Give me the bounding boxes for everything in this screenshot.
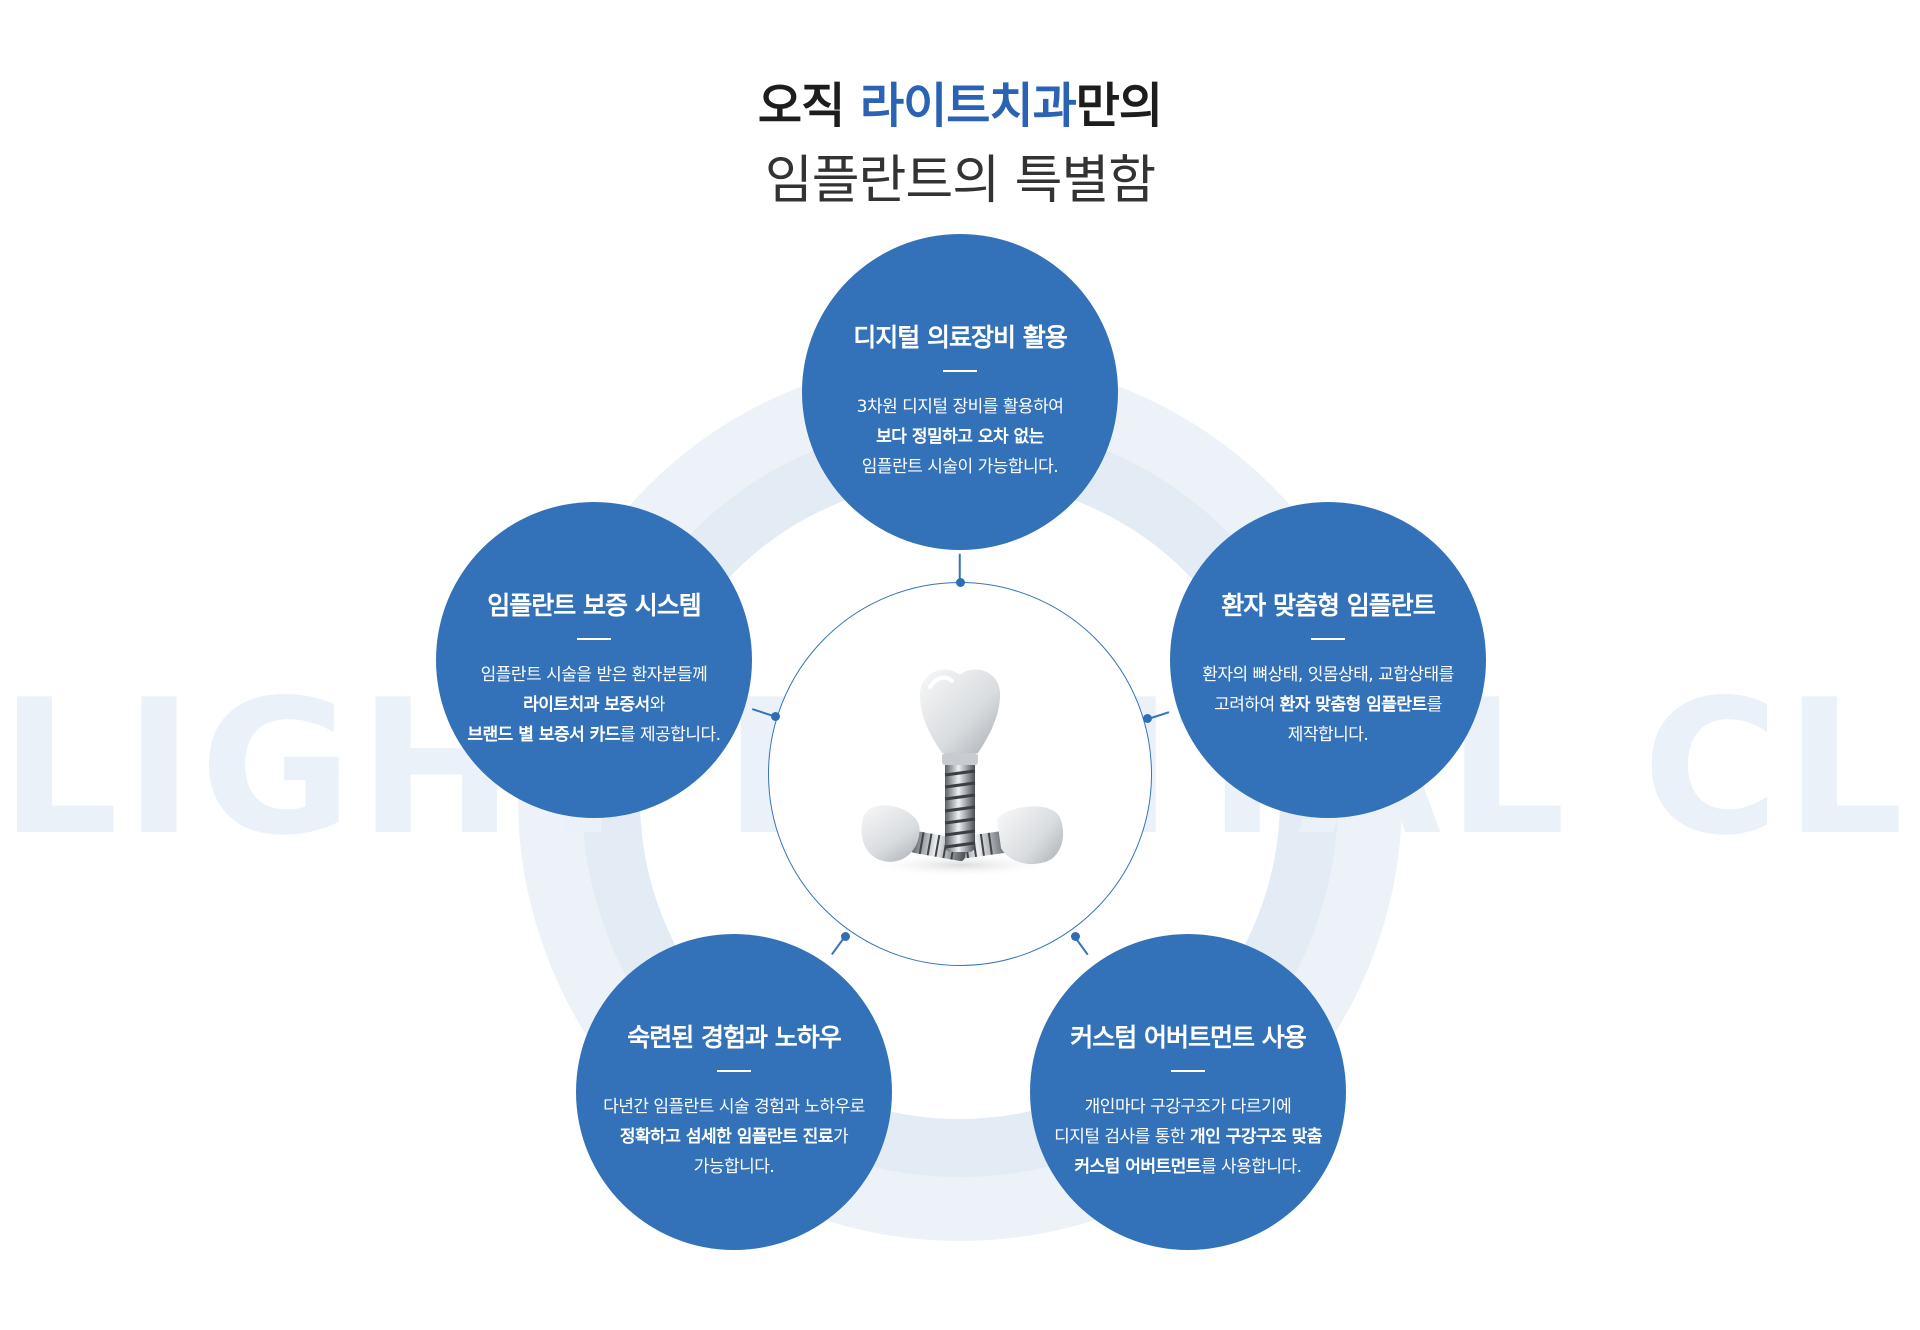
description-emphasis: 개인 구강구조 맞춤 — [1189, 1126, 1322, 1147]
feature-description: 3차원 디지털 장비를 활용하여 보다 정밀하고 오차 없는 임플란트 시술이 … — [802, 392, 1118, 482]
description-line: 환자의 뼈상태, 잇몸상태, 교합상태를 — [1202, 664, 1454, 685]
description-line: 다년간 임플란트 시술 경험과 노하우로 — [603, 1096, 865, 1117]
feature-title: 환자 맞춤형 임플란트 — [1221, 591, 1435, 620]
description-line: 와 — [649, 694, 666, 715]
feature-experience-knowhow: 숙련된 경험과 노하우 다년간 임플란트 시술 경험과 노하우로 정확하고 섬세… — [576, 934, 892, 1250]
description-line: 를 — [1426, 694, 1443, 715]
description-line: 를 사용합니다. — [1200, 1156, 1302, 1177]
clinic-name-highlight: 라이트치과 — [859, 78, 1077, 134]
connector-dot — [1070, 931, 1080, 941]
feature-digital-equipment: 디지털 의료장비 활용 3차원 디지털 장비를 활용하여 보다 정밀하고 오차 … — [802, 234, 1118, 550]
feature-title: 숙련된 경험과 노하우 — [627, 1023, 841, 1052]
description-line: 가 — [832, 1126, 849, 1147]
description-line: 제작합니다. — [1287, 724, 1369, 745]
title-suffix: 만의 — [1075, 78, 1163, 134]
title-prefix: 오직 — [757, 78, 860, 134]
connector-dot — [955, 577, 965, 587]
description-line: 임플란트 시술이 가능합니다. — [861, 456, 1059, 477]
feature-warranty-system: 임플란트 보증 시스템 임플란트 시술을 받은 환자분들께 라이트치과 보증서와… — [436, 502, 752, 818]
description-emphasis: 정확하고 섬세한 임플란트 진료 — [619, 1126, 834, 1147]
section-title-line1: 오직 라이트치과만의 — [0, 66, 1920, 136]
feature-description: 개인마다 구강구조가 다르기에 디지털 검사를 통한 개인 구강구조 맞춤 커스… — [1030, 1092, 1346, 1182]
divider — [943, 370, 977, 372]
feature-description: 임플란트 시술을 받은 환자분들께 라이트치과 보증서와 브랜드 별 보증서 카… — [436, 660, 752, 750]
description-line: 를 제공합니다. — [619, 724, 721, 745]
divider — [1311, 638, 1345, 640]
description-emphasis: 브랜드 별 보증서 카드 — [467, 724, 620, 745]
description-emphasis: 보다 정밀하고 오차 없는 — [876, 426, 1044, 447]
feature-description: 환자의 뼈상태, 잇몸상태, 교합상태를 고려하여 환자 맞춤형 임플란트를 제… — [1170, 660, 1486, 750]
feature-custom-abutment: 커스텀 어버트먼트 사용 개인마다 구강구조가 다르기에 디지털 검사를 통한 … — [1030, 934, 1346, 1250]
description-line: 3차원 디지털 장비를 활용하여 — [856, 396, 1064, 417]
connector-dot — [840, 931, 850, 941]
feature-title: 커스텀 어버트먼트 사용 — [1070, 1023, 1306, 1052]
description-line: 임플란트 시술을 받은 환자분들께 — [480, 664, 708, 685]
description-emphasis: 환자 맞춤형 임플란트 — [1279, 694, 1428, 715]
divider — [1171, 1070, 1205, 1072]
dental-implant-icon — [861, 669, 1064, 877]
connector-dot — [1142, 713, 1152, 723]
description-emphasis: 라이트치과 보증서 — [523, 694, 650, 715]
feature-title: 임플란트 보증 시스템 — [487, 591, 701, 620]
section-title-line2: 임플란트의 특별함 — [764, 151, 1156, 211]
description-line: 가능합니다. — [693, 1156, 775, 1177]
feature-description: 다년간 임플란트 시술 경험과 노하우로 정확하고 섬세한 임플란트 진료가 가… — [576, 1092, 892, 1182]
description-emphasis: 커스텀 어버트먼트 — [1074, 1156, 1201, 1177]
divider — [577, 638, 611, 640]
connector-dot — [770, 711, 780, 721]
divider — [717, 1070, 751, 1072]
feature-custom-implant: 환자 맞춤형 임플란트 환자의 뼈상태, 잇몸상태, 교합상태를 고려하여 환자… — [1170, 502, 1486, 818]
feature-title: 디지털 의료장비 활용 — [853, 323, 1067, 352]
description-line: 디지털 검사를 통한 — [1054, 1126, 1190, 1147]
description-line: 고려하여 — [1214, 694, 1280, 715]
description-line: 개인마다 구강구조가 다르기에 — [1084, 1096, 1292, 1117]
